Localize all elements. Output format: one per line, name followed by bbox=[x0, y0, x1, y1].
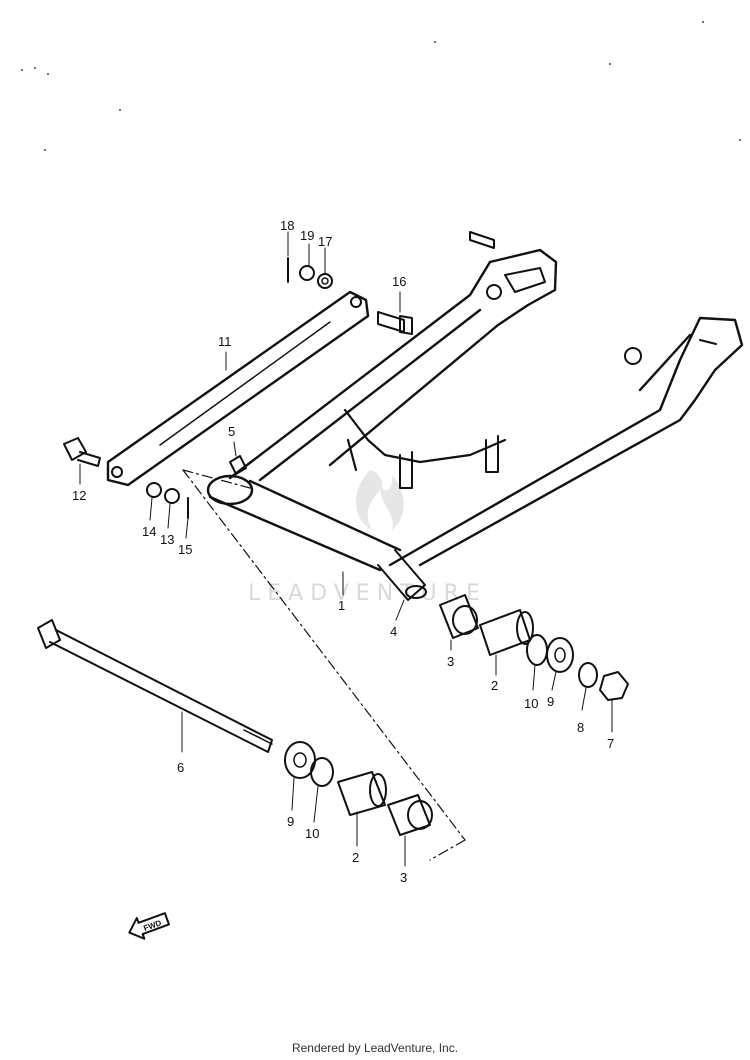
nut-19 bbox=[299, 265, 315, 281]
fwd-direction-marker: FWD bbox=[128, 912, 170, 940]
callout-1: 1 bbox=[338, 598, 345, 613]
spacer-2-upper bbox=[479, 609, 534, 656]
washer-17 bbox=[317, 273, 333, 289]
nut-13 bbox=[164, 488, 180, 504]
callout-labels: 1 2 2 3 3 4 5 6 7 8 9 9 10 10 11 12 13 1… bbox=[72, 218, 614, 885]
callout-17: 17 bbox=[318, 234, 332, 249]
callout-16: 16 bbox=[392, 274, 406, 289]
pivot-shaft bbox=[37, 619, 273, 753]
swingarm-frame bbox=[206, 231, 744, 601]
callout-8: 8 bbox=[577, 720, 584, 735]
callout-2-upper: 2 bbox=[491, 678, 498, 693]
scan-specks bbox=[21, 21, 741, 151]
callout-18: 18 bbox=[280, 218, 294, 233]
footer-credit: Rendered by LeadVenture, Inc. bbox=[291, 1041, 459, 1055]
callout-9-upper: 9 bbox=[547, 694, 554, 709]
dust-seal-10-upper bbox=[526, 634, 548, 666]
nut-7 bbox=[599, 671, 629, 701]
bolt-12 bbox=[63, 437, 101, 467]
callout-3-upper: 3 bbox=[447, 654, 454, 669]
watermark: LEADVENTURE bbox=[248, 470, 487, 606]
callout-7: 7 bbox=[607, 736, 614, 751]
watermark-flame-icon bbox=[355, 470, 404, 530]
callout-11: 11 bbox=[218, 334, 232, 349]
callout-5: 5 bbox=[228, 424, 235, 439]
callout-10-lower: 10 bbox=[305, 826, 319, 841]
callout-9-lower: 9 bbox=[287, 814, 294, 829]
washer-8 bbox=[578, 662, 598, 688]
leader-lines bbox=[79, 231, 613, 867]
callout-6: 6 bbox=[177, 760, 184, 775]
spacer-2-lower bbox=[337, 771, 387, 816]
bolt-16 bbox=[377, 311, 413, 335]
bearing-3-lower bbox=[387, 794, 433, 836]
arrow-left-icon bbox=[128, 912, 170, 940]
callout-4: 4 bbox=[390, 624, 397, 639]
callout-13: 13 bbox=[160, 532, 174, 547]
callout-14: 14 bbox=[142, 524, 156, 539]
callout-10-upper: 10 bbox=[524, 696, 538, 711]
callout-15: 15 bbox=[178, 542, 192, 557]
callout-3-lower: 3 bbox=[400, 870, 407, 885]
callout-19: 19 bbox=[300, 228, 314, 243]
dust-seal-10-lower bbox=[310, 757, 334, 787]
callout-12: 12 bbox=[72, 488, 86, 503]
oil-seal-9-upper bbox=[546, 637, 574, 673]
washer-14 bbox=[146, 482, 162, 498]
bearing-3-upper bbox=[439, 594, 479, 639]
watermark-text: LEADVENTURE bbox=[248, 581, 487, 606]
callout-2-lower: 2 bbox=[352, 850, 359, 865]
torque-rod bbox=[106, 290, 370, 487]
